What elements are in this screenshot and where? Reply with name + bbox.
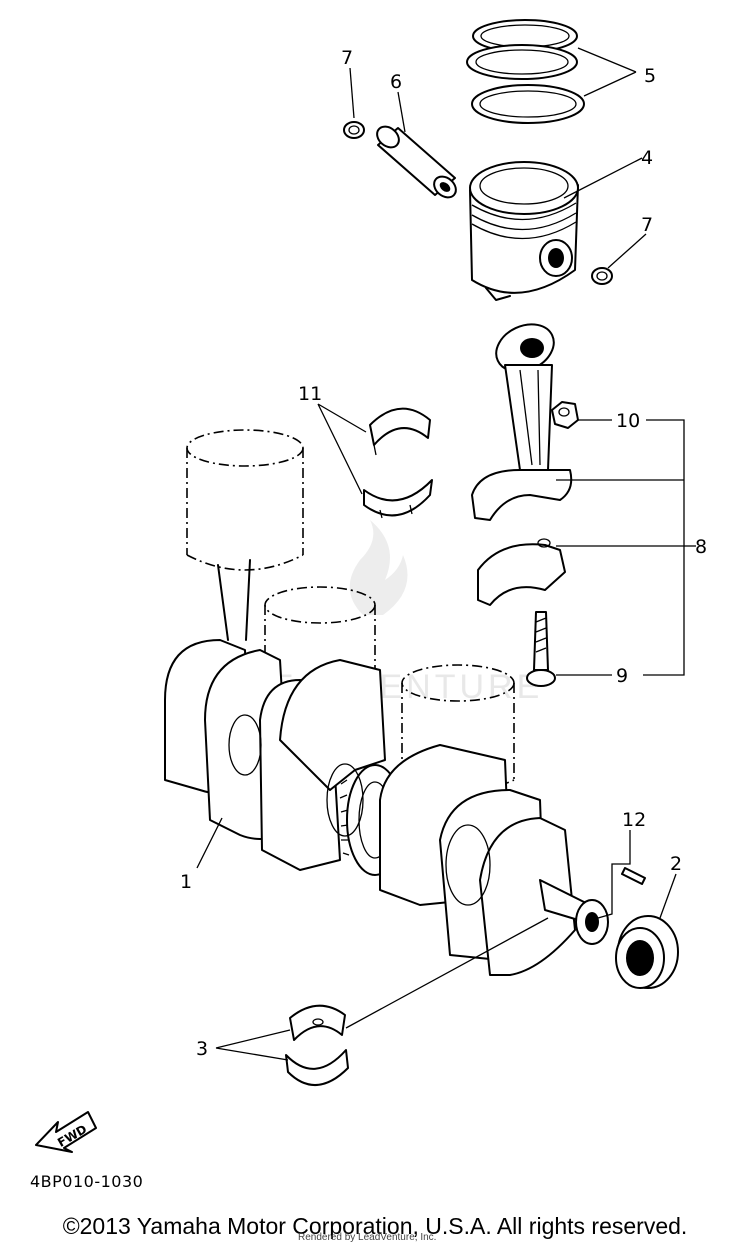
callout-7-upper: 7	[341, 47, 353, 69]
callout-8: 8	[695, 536, 707, 558]
connecting-rod	[471, 323, 573, 606]
callout-7-lower: 7	[641, 214, 653, 236]
callout-10: 10	[616, 410, 640, 432]
callout-1: 1	[180, 871, 192, 893]
rendered-by-credit: Rendered by LeadVenture, Inc.	[298, 1232, 437, 1243]
oil-seal	[615, 915, 679, 989]
callout-9: 9	[616, 665, 628, 687]
leadventure-watermark: LEADVENTURE	[248, 520, 539, 706]
flame-watermark-icon	[349, 520, 408, 615]
callout-6: 6	[390, 71, 402, 93]
copyright-notice: ©2013 Yamaha Motor Corporation, U.S.A. A…	[62, 1213, 688, 1239]
callout-3: 3	[196, 1038, 208, 1060]
connecting-rod-bolt	[526, 611, 556, 687]
dowel-pin	[621, 867, 646, 885]
callout-4: 4	[641, 147, 653, 169]
callout-12: 12	[622, 809, 646, 831]
callout-5: 5	[644, 65, 656, 87]
phantom-piston-left	[186, 429, 304, 571]
piston-rings	[466, 19, 585, 124]
piston-pin-clip-lower	[591, 267, 613, 285]
phantom-rod-left	[217, 559, 251, 641]
piston-pin-clip-upper	[343, 121, 365, 139]
main-bearings	[285, 1004, 349, 1087]
callout-11: 11	[298, 383, 322, 405]
piston	[469, 161, 579, 301]
leader-lines	[196, 47, 696, 1061]
callout-numbers: 7 6 5 4 7 11 10 8 9 12 2 1 3	[180, 47, 707, 1060]
forward-arrow-icon: FWD	[35, 1111, 97, 1153]
connecting-rod-nut	[551, 401, 579, 429]
piston-pin	[376, 125, 457, 199]
crankshaft	[164, 639, 609, 976]
callout-2: 2	[670, 853, 682, 875]
diagram-part-code: 4BP010-1030	[30, 1172, 144, 1191]
connecting-rod-bearings	[363, 407, 433, 519]
